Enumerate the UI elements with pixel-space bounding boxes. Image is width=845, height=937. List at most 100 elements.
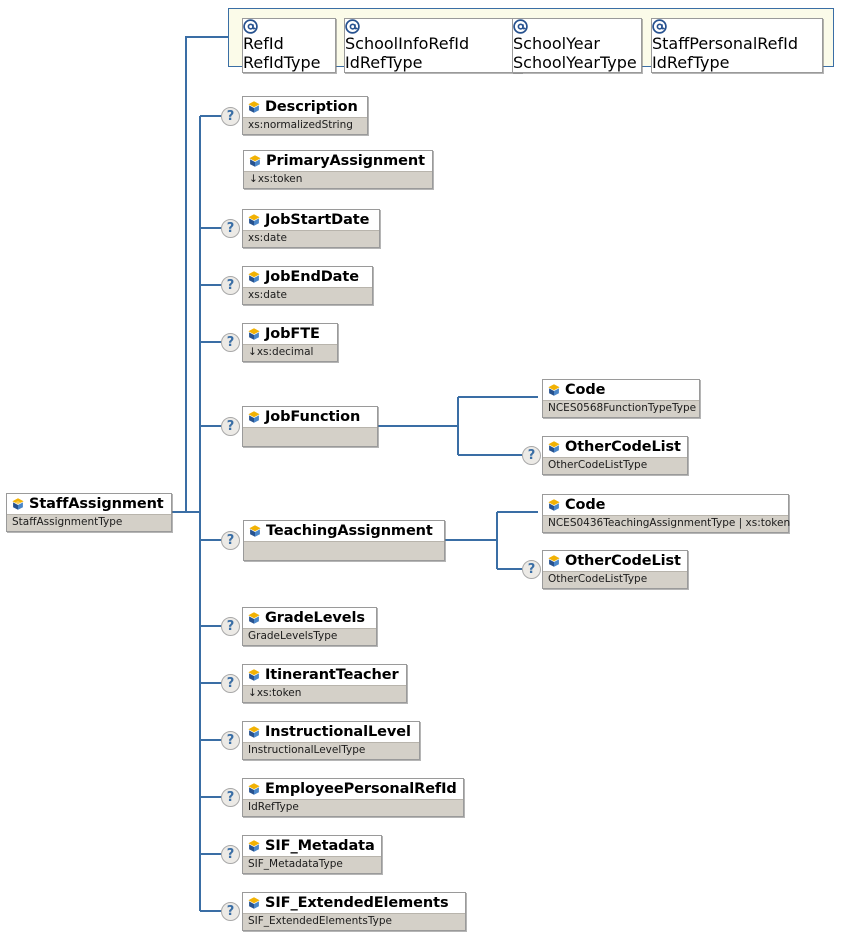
element-node-teachingassignment[interactable]: TeachingAssignment (243, 520, 445, 561)
element-type: xs:date (243, 230, 379, 247)
element-node-jobfunction-othercodelist[interactable]: OtherCodeList OtherCodeListType (542, 436, 688, 475)
root-header: StaffAssignment (7, 494, 171, 514)
element-name: JobFunction (265, 409, 361, 425)
element-icon (248, 897, 260, 909)
attribute-header: SchoolInfoRefId (345, 19, 521, 53)
element-icon (548, 555, 560, 567)
element-name: GradeLevels (265, 610, 365, 626)
element-type: ↓xs:token (243, 685, 406, 702)
element-header: SIF_ExtendedElements (243, 893, 465, 913)
element-header: JobFunction (243, 407, 377, 427)
element-node-sif-metadata[interactable]: SIF_Metadata SIF_MetadataType (242, 835, 382, 874)
element-node-employeepersonalrefid[interactable]: EmployeePersonalRefId IdRefType (242, 778, 464, 817)
element-node-itinerantteacher[interactable]: ItinerantTeacher ↓xs:token (242, 664, 407, 703)
element-node-jobfunction-code[interactable]: Code NCES0568FunctionTypeType (542, 379, 700, 418)
element-header: Code (543, 495, 788, 515)
element-name: EmployeePersonalRefId (265, 781, 457, 797)
element-node-sif-extendedelements[interactable]: SIF_ExtendedElements SIF_ExtendedElement… (242, 892, 466, 931)
element-header: JobFTE (243, 324, 337, 344)
element-icon (248, 214, 260, 226)
attribute-header: SchoolYear (513, 19, 641, 53)
element-type: NCES0436TeachingAssignmentType | xs:toke… (543, 515, 790, 532)
element-node-jobstartdate[interactable]: JobStartDate xs:date (242, 209, 380, 248)
element-name: Code (565, 382, 606, 398)
element-node-jobfunction[interactable]: JobFunction (242, 406, 378, 447)
optional-marker: ? (221, 731, 240, 750)
attribute-type: IdRefType (345, 53, 423, 72)
element-header: SIF_Metadata (243, 836, 381, 856)
element-node-jobfte[interactable]: JobFTE ↓xs:decimal (242, 323, 338, 362)
optional-marker: ? (221, 902, 240, 921)
attribute-icon (652, 19, 667, 34)
element-header: JobEndDate (243, 267, 372, 287)
element-header: Description (243, 97, 367, 117)
attribute-type: IdRefType (652, 53, 730, 72)
optional-marker: ? (221, 417, 240, 436)
attribute-icon (345, 19, 360, 34)
element-name: Description (265, 99, 358, 115)
element-name: TeachingAssignment (266, 523, 433, 539)
attribute-node-schoolyear[interactable]: SchoolYear SchoolYearType (512, 18, 642, 73)
element-icon (548, 384, 560, 396)
element-name: SIF_ExtendedElements (265, 895, 449, 911)
element-node-instructionallevel[interactable]: InstructionalLevel InstructionalLevelTyp… (242, 721, 420, 760)
optional-marker: ? (221, 531, 240, 550)
element-node-gradelevels[interactable]: GradeLevels GradeLevelsType (242, 607, 377, 646)
optional-marker: ? (221, 276, 240, 295)
element-icon (248, 271, 260, 283)
element-icon (248, 101, 260, 113)
attribute-icon (243, 19, 258, 34)
element-type: InstructionalLevelType (243, 742, 419, 759)
attribute-name: SchoolInfoRefId (345, 34, 470, 53)
element-header: PrimaryAssignment (244, 151, 432, 171)
root-name: StaffAssignment (29, 496, 164, 512)
element-node-teachingassignment-othercodelist[interactable]: OtherCodeList OtherCodeListType (542, 550, 688, 589)
element-icon (12, 498, 24, 510)
element-name: OtherCodeList (565, 439, 681, 455)
element-type: xs:date (243, 287, 372, 304)
root-type: StaffAssignmentType (7, 514, 171, 531)
element-icon (248, 840, 260, 852)
root-node-staffassignment[interactable]: StaffAssignment StaffAssignmentType (6, 493, 172, 532)
element-header: InstructionalLevel (243, 722, 419, 742)
element-type: IdRefType (243, 799, 463, 816)
element-type: SIF_MetadataType (243, 856, 381, 873)
attribute-header: RefId (243, 19, 335, 53)
element-icon (248, 726, 260, 738)
element-header: JobStartDate (243, 210, 379, 230)
element-icon (248, 783, 260, 795)
element-node-description[interactable]: Description xs:normalizedString (242, 96, 368, 135)
element-type: GradeLevelsType (243, 628, 376, 645)
attribute-node-refid[interactable]: RefId RefIdType (242, 18, 336, 73)
element-node-primaryassignment[interactable]: PrimaryAssignment ↓xs:token (243, 150, 433, 189)
element-header: GradeLevels (243, 608, 376, 628)
attribute-header: StaffPersonalRefId (652, 19, 822, 53)
element-name: PrimaryAssignment (266, 153, 425, 169)
element-type-text: xs:token (256, 687, 302, 699)
restriction-arrow-icon: ↓ (249, 173, 258, 185)
element-name: InstructionalLevel (265, 724, 411, 740)
element-type: xs:normalizedString (243, 117, 367, 134)
attribute-type: RefIdType (243, 53, 321, 72)
element-name: SIF_Metadata (265, 838, 375, 854)
element-header: ItinerantTeacher (243, 665, 406, 685)
attribute-node-schoolinforefid[interactable]: SchoolInfoRefId IdRefType (344, 18, 522, 73)
attribute-type: SchoolYearType (513, 53, 637, 72)
element-node-jobenddate[interactable]: JobEndDate xs:date (242, 266, 373, 305)
attribute-name: StaffPersonalRefId (652, 34, 799, 53)
element-type: OtherCodeListType (543, 571, 687, 588)
element-type: NCES0568FunctionTypeType (543, 400, 699, 417)
attribute-node-staffpersonalrefid[interactable]: StaffPersonalRefId IdRefType (651, 18, 823, 73)
optional-marker: ? (221, 788, 240, 807)
element-icon (249, 155, 261, 167)
element-header: TeachingAssignment (244, 521, 444, 541)
element-node-teachingassignment-code[interactable]: Code NCES0436TeachingAssignmentType | xs… (542, 494, 790, 533)
element-type: OtherCodeListType (543, 457, 687, 474)
element-type: ↓xs:token (244, 171, 432, 188)
restriction-arrow-icon: ↓ (248, 687, 257, 699)
attribute-name: SchoolYear (513, 34, 600, 53)
element-type (244, 541, 444, 560)
optional-marker: ? (221, 107, 240, 126)
optional-marker: ? (522, 446, 541, 465)
